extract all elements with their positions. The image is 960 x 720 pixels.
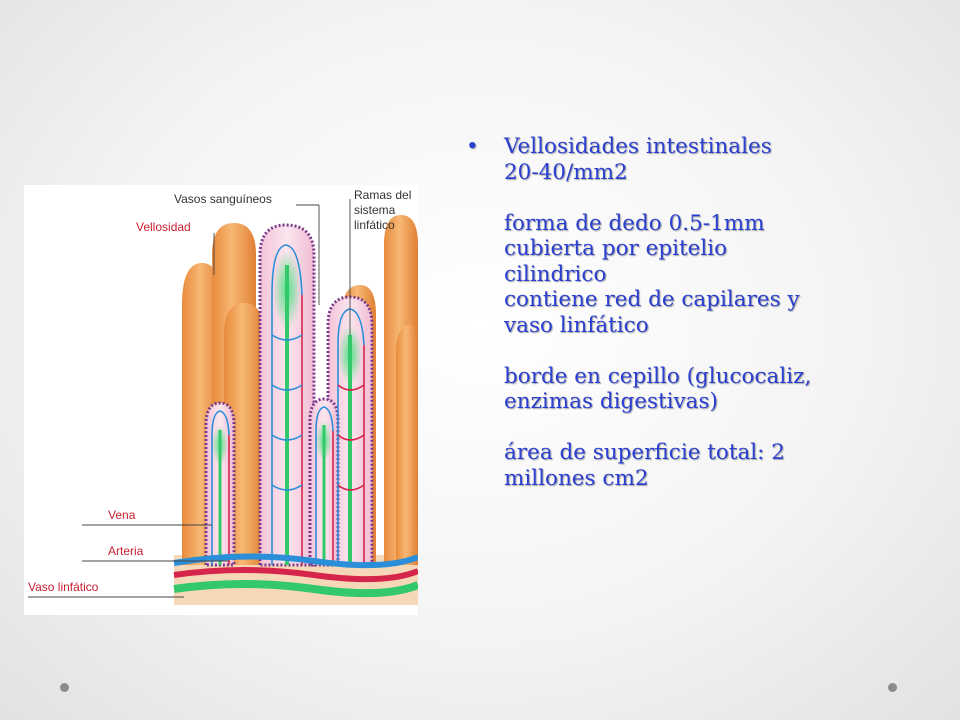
bullet-marker: • bbox=[466, 134, 479, 159]
text-line-6: cilindrico bbox=[504, 261, 607, 287]
text-line-5: cubierta por epitelio bbox=[504, 236, 728, 261]
base-vessels bbox=[173, 553, 418, 598]
text-line-4: forma de dedo 0.5-1mm bbox=[504, 210, 765, 236]
text-line-1: Vellosidades intestinales bbox=[504, 134, 772, 159]
capillary-mesh-right bbox=[337, 384, 365, 491]
villus-bg-7 bbox=[396, 325, 418, 565]
vein-small-mid bbox=[315, 406, 334, 565]
villi-illustration: Vasos sanguíneos Vellosidad Ramas del si… bbox=[28, 188, 418, 605]
text-line-2: 20-40/mm2 bbox=[504, 159, 628, 185]
text-line-11: enzimas digestivas) bbox=[504, 389, 718, 414]
arteria-vessel bbox=[173, 567, 418, 583]
vaso-linfatico-vessel bbox=[173, 580, 418, 598]
bullet-text-block: • Vellosidades intestinales 20-40/mm2 fo… bbox=[466, 134, 936, 491]
vein-tall bbox=[271, 244, 303, 565]
text-line-10: borde en cepillo (glucocaliz, bbox=[504, 363, 812, 389]
text-line-13: área de superficie total: 2 bbox=[504, 440, 785, 465]
lacteals bbox=[212, 250, 362, 565]
label-ramas-line2: sistema bbox=[354, 203, 396, 217]
label-ramas-line1: Ramas del bbox=[354, 188, 411, 202]
intestinal-villi-diagram: Vasos sanguíneos Vellosidad Ramas del si… bbox=[24, 185, 418, 615]
decorative-dot-bottom-left bbox=[60, 683, 69, 692]
label-vasos-sanguineos: Vasos sanguíneos bbox=[174, 192, 272, 206]
leader-lines bbox=[28, 199, 351, 598]
text-gap bbox=[504, 415, 936, 441]
vein-small-left bbox=[211, 410, 230, 565]
label-ramas-line3: linfático bbox=[354, 218, 395, 232]
text-line-14: millones cm2 bbox=[504, 465, 649, 491]
decorative-dot-bottom-right bbox=[888, 683, 897, 692]
text-gap bbox=[504, 338, 936, 364]
capillary-mesh-tall bbox=[271, 334, 303, 491]
label-arteria: Arteria bbox=[108, 544, 144, 558]
vena-vessel bbox=[173, 553, 418, 569]
bullet-item: • Vellosidades intestinales 20-40/mm2 fo… bbox=[466, 134, 936, 491]
text-line-8: vaso linfático bbox=[504, 312, 649, 338]
label-vena: Vena bbox=[108, 508, 136, 522]
text-gap bbox=[504, 185, 936, 211]
text-line-7: contiene red de capilares y bbox=[504, 287, 800, 312]
label-vaso-linfatico: Vaso linfático bbox=[28, 580, 99, 594]
label-vellosidad: Vellosidad bbox=[136, 220, 191, 234]
